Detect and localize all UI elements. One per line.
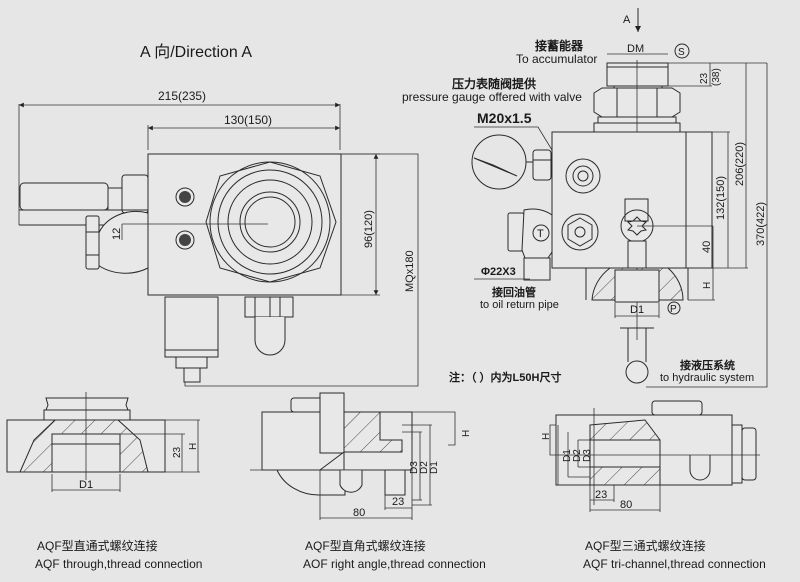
dim-206: 206(220) <box>734 142 746 186</box>
pipe-label: Φ22X3 <box>481 266 516 278</box>
ball-valve-stem <box>620 198 713 269</box>
t-port-fitting: T <box>507 208 553 281</box>
dim-total-width: 215(235) <box>158 89 206 103</box>
dim-line-h <box>412 411 456 446</box>
p-port-marker: P <box>667 301 681 315</box>
detail3-name-en: AQF tri-channel,thread connection <box>583 557 766 571</box>
detail1-d1: D1 <box>79 479 93 491</box>
s-port-marker: S <box>674 43 690 59</box>
detail3-23: 23 <box>595 489 607 501</box>
dim-132: 132(150) <box>715 176 727 220</box>
dim-line-mq <box>184 153 419 387</box>
dm-label: DM <box>627 43 644 55</box>
hydraulic-connection <box>620 327 654 384</box>
hydraulic-label-cn: 接液压系统 <box>680 358 735 372</box>
bottom-fitting <box>244 296 294 356</box>
dim-23: 23 <box>699 72 710 84</box>
dim-line-h <box>549 424 556 456</box>
detail-right-angle: D3 D2 D1 H 23 80 AQF型直角式螺纹连接 AOF right a… <box>250 392 486 571</box>
detail1-name-cn: AQF型直通式螺纹连接 <box>37 538 158 553</box>
dimension-note: 注：（ ）内为L50H尺寸 <box>449 370 561 384</box>
gauge-handle <box>19 174 149 274</box>
detail2-d3: D3 <box>409 461 420 474</box>
dim-block-height: 96(120) <box>363 210 375 248</box>
main-port <box>205 161 337 283</box>
accumulator-label-en: To accumulator <box>516 52 597 66</box>
gauge-label-cn: 压力表随阀提供 <box>452 76 536 91</box>
detail1-23: 23 <box>172 446 183 458</box>
detail2-d2: D2 <box>419 461 430 474</box>
dim-370: 370(422) <box>755 202 767 246</box>
p-port-section <box>585 267 689 303</box>
detail3-d2: D2 <box>572 449 583 462</box>
detail1-name-en: AQF through,thread connection <box>35 557 202 571</box>
detail3-name-cn: AQF型三通式螺纹连接 <box>585 538 706 553</box>
dim-line-370 <box>646 63 768 388</box>
lower-hex-plug <box>561 213 599 251</box>
return-label-en: to oil return pipe <box>480 299 559 311</box>
detail3-h: H <box>541 433 552 440</box>
detail2-80: 80 <box>353 507 365 519</box>
side-view: A DM S 接蓄能器 To accumulator 压力表随阀提供 press… <box>402 8 768 388</box>
upper-plug <box>565 158 601 194</box>
dim-offset: 12 <box>111 228 123 240</box>
thread-label: M20x1.5 <box>477 110 532 126</box>
direction-arrow-label: A <box>623 14 631 26</box>
dim-40: 40 <box>701 241 713 253</box>
hydraulic-label-en: to hydraulic system <box>660 372 754 384</box>
return-label-cn: 接回油管 <box>492 285 536 299</box>
detail2-h: H <box>461 430 472 437</box>
dim-block-width: 130(150) <box>224 113 272 127</box>
t-port-label: T <box>537 228 544 240</box>
direction-a-title: A 向/Direction A <box>140 43 252 61</box>
pressure-gauge <box>471 134 552 190</box>
dim-mq: MQx180 <box>404 250 416 292</box>
detail2-name-cn: AQF型直角式螺纹连接 <box>305 538 426 553</box>
detail1-h: H <box>188 443 199 450</box>
screw-plug <box>175 187 195 207</box>
detail2-name-en: AOF right angle,thread connection <box>303 557 486 571</box>
thread-leader <box>474 126 553 151</box>
d1-label: D1 <box>630 304 644 316</box>
dim-38: (38) <box>711 68 722 86</box>
dim-h: H <box>702 282 713 289</box>
detail-tri-channel: H D1 D2 D3 23 80 AQF型三通式螺纹连接 AQF tri-cha… <box>541 400 766 571</box>
accumulator-label-cn: 接蓄能器 <box>535 38 584 53</box>
gauge-label-en: pressure gauge offered with valve <box>402 90 582 104</box>
detail3-80: 80 <box>620 499 632 511</box>
detail2-23: 23 <box>392 496 404 508</box>
svg-text:P: P <box>670 304 677 315</box>
detail-through: D1 23 H AQF型直通式螺纹连接 AQF through,thread c… <box>6 392 202 571</box>
detail3-d1: D1 <box>562 449 573 462</box>
solenoid <box>164 296 219 383</box>
detail3-d3: D3 <box>582 449 593 462</box>
screw-plug <box>175 230 195 250</box>
direction-a-view: A 向/Direction A 215(235) 130(150) <box>18 43 419 387</box>
detail2-d1: D1 <box>429 461 440 474</box>
svg-text:S: S <box>678 47 685 58</box>
